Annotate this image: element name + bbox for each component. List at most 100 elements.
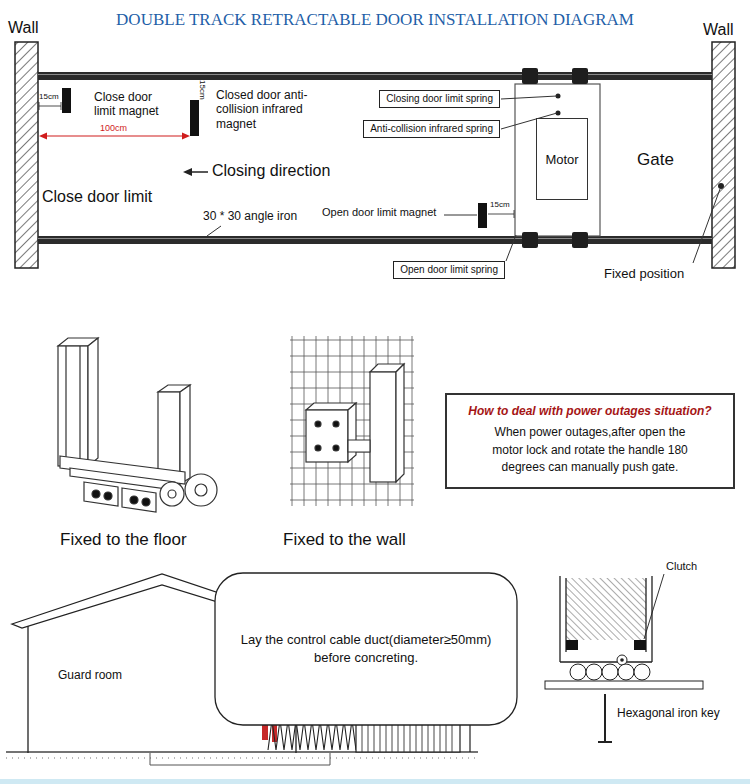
floor-mount-sketch [84, 482, 118, 506]
leader-line [506, 235, 516, 261]
wall-label: Wall [703, 20, 734, 39]
clutch-sketch [634, 664, 650, 680]
clutch-sketch [566, 578, 646, 640]
dimension-line [39, 102, 514, 218]
clutch-sketch [570, 664, 586, 680]
angle-iron-track [38, 72, 712, 80]
angle-iron-track [38, 238, 712, 239]
wall [15, 42, 38, 268]
node-title: Lay the control cable duct(diameter≥50mm… [228, 631, 504, 666]
note-box: How to deal with power outages situation… [445, 393, 735, 489]
dimension-line [488, 210, 514, 218]
ground [0, 752, 750, 784]
magnet [190, 100, 199, 136]
direction-arrow [183, 168, 208, 176]
part-label: Open door limit magnet [322, 206, 436, 219]
spring-callout: Closing door limit spring [379, 90, 500, 108]
floor-mount-sketch [180, 385, 190, 484]
node-title: Closing door limit spring [386, 93, 493, 105]
angle-iron-track [38, 72, 712, 244]
wall-mount-sketch [306, 410, 348, 462]
clutch-sketch [634, 640, 646, 650]
leader-line [444, 215, 477, 216]
wall-mount-sketch [290, 336, 414, 506]
gate-wheel [522, 232, 538, 248]
gate-body [515, 84, 600, 236]
leader-line [693, 189, 720, 263]
magnet [478, 203, 487, 228]
wall-mount-sketch [348, 440, 370, 452]
part-label: Close door limit magnet [94, 90, 170, 119]
wall-mount-sketch [315, 421, 321, 427]
floor-mount-sketch [88, 338, 98, 466]
floor-mount-sketch [58, 338, 217, 512]
part-label: Fixed position [604, 266, 684, 282]
leader-line [718, 183, 724, 189]
clutch-sketch [586, 664, 602, 680]
wall-mount-sketch [315, 445, 321, 451]
angle-iron-track [38, 236, 712, 244]
floor-mount-sketch [160, 482, 184, 506]
dimension-line [44, 135, 185, 136]
node-title: Anti-collision infrared spring [370, 123, 493, 135]
wall-label: Wall [8, 18, 39, 37]
dimension: 100cm [100, 123, 127, 134]
part-label: Closed door anti-collision infrared magn… [216, 88, 316, 131]
gate-wheel [572, 68, 588, 84]
clutch-sketch [598, 694, 612, 742]
clutch-sketch [620, 658, 624, 662]
node-title: How to deal with power outages situation… [457, 404, 723, 418]
dimension-line [39, 133, 190, 140]
node-title: Motor [545, 152, 578, 167]
wall-mount-sketch [333, 445, 339, 451]
floor-mount-sketch [130, 496, 138, 504]
gate-wheel [572, 232, 588, 248]
angle-iron-track [38, 74, 712, 75]
ground [6, 757, 478, 758]
clutch-sketch [602, 664, 618, 680]
part-label: Hexagonal iron key [617, 706, 720, 720]
part-label: Gate [637, 150, 674, 170]
clutch-sketch [618, 664, 634, 680]
floor-mount-sketch [92, 490, 100, 498]
clutch-sketch [566, 640, 578, 650]
motor-box: Motor [536, 118, 588, 200]
wall [15, 42, 735, 268]
clutch-sketch [560, 576, 652, 662]
diagram-title: DOUBLE TRACK RETRACTABLE DOOR INSTALLATI… [0, 10, 750, 30]
dimension: 15cm [197, 80, 207, 100]
node-title: Open door limit spring [400, 264, 498, 276]
dimension: 15cm [490, 200, 510, 210]
gate-wheel [522, 68, 588, 248]
ground [0, 779, 750, 784]
wall-mount-sketch [348, 403, 356, 462]
gate-wheel [522, 68, 538, 84]
wall-mount-sketch [370, 372, 396, 482]
gate-body [515, 84, 600, 236]
direction-arrow [190, 171, 208, 173]
direction-arrow [183, 168, 192, 176]
direction-label: Closing direction [212, 161, 330, 180]
leader-line [207, 226, 221, 236]
ground [150, 753, 330, 765]
clutch-sketch [545, 681, 703, 689]
wall-mount-sketch [396, 364, 404, 482]
part-label: 30 * 30 angle iron [203, 209, 297, 223]
dimension: 15cm [39, 92, 59, 102]
wall [712, 42, 735, 268]
speech-bubble: Lay the control cable duct(diameter≥50mm… [214, 572, 518, 726]
leader-line [644, 574, 664, 639]
wall-mount-sketch [290, 336, 414, 506]
leader-line [501, 96, 557, 99]
floor-mount-sketch [58, 346, 88, 466]
part-label: Clutch [666, 560, 697, 573]
floor-mount-sketch [66, 346, 80, 466]
bubble-outline [214, 572, 518, 726]
floor-mount-sketch [104, 492, 112, 500]
caption-label: Fixed to the wall [283, 530, 406, 550]
magnet [62, 88, 71, 113]
spring-callout: Anti-collision infrared spring [363, 120, 500, 138]
floor-mount-sketch [195, 484, 207, 496]
floor-mount-sketch [142, 498, 150, 506]
clutch-sketch [617, 655, 627, 665]
